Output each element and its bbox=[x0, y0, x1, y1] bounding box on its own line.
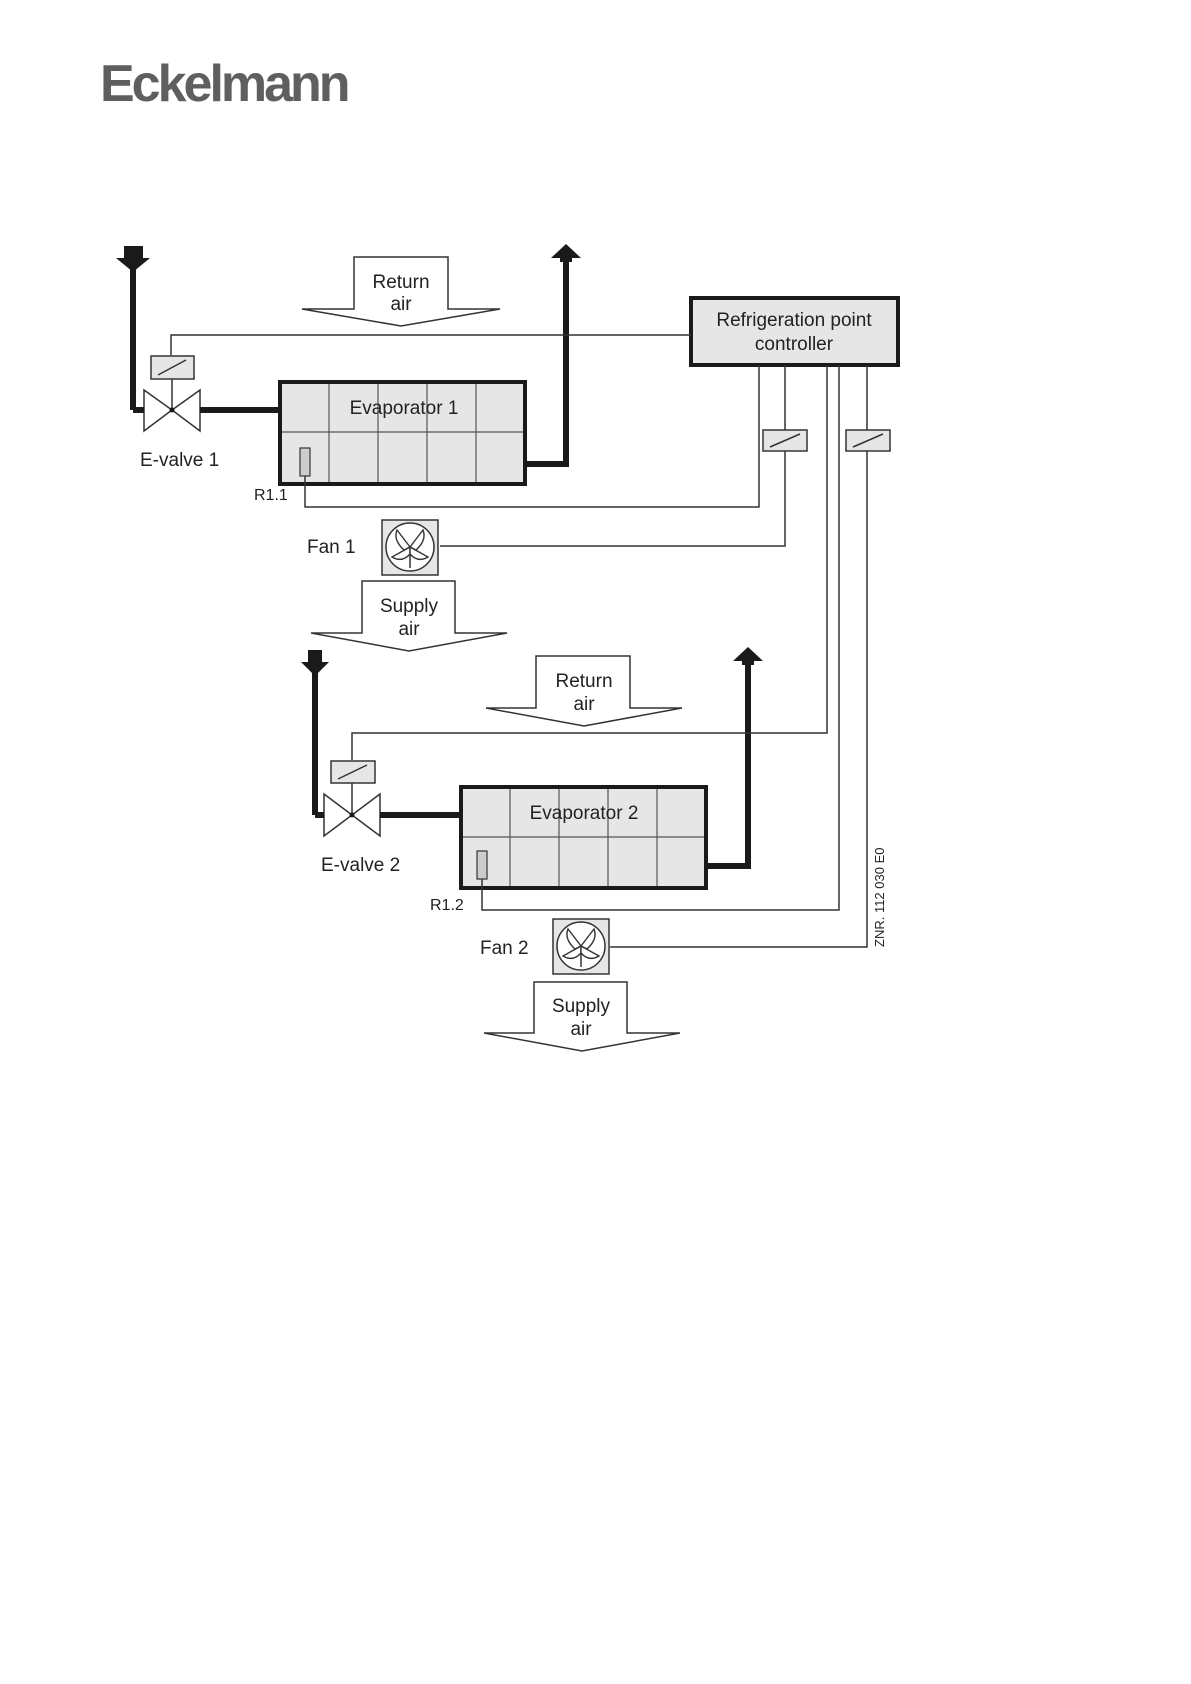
return-air-arrow-2: Return air bbox=[486, 656, 682, 726]
inlet-arrow-down-icon-1 bbox=[116, 246, 150, 410]
outlet-arrow-up-icon-1 bbox=[526, 244, 581, 464]
fan-1-label: Fan 1 bbox=[307, 537, 356, 558]
evaporator-1: Evaporator 1 bbox=[280, 382, 525, 484]
valve-icon-1 bbox=[133, 390, 280, 431]
return-air-1-label: Return bbox=[372, 272, 429, 293]
refrigeration-point-controller: Refrigeration point controller bbox=[691, 298, 898, 365]
evaporator-1-label: Evaporator 1 bbox=[350, 398, 459, 419]
fan-2-label: Fan 2 bbox=[480, 938, 529, 959]
drawing-number: ZNR. 112 030 E0 bbox=[872, 848, 887, 947]
evalve-2-label: E-valve 2 bbox=[321, 855, 400, 876]
supply-air-1-label-2: air bbox=[398, 619, 420, 640]
supply-air-1-label: Supply bbox=[380, 596, 439, 617]
controller-label-2: controller bbox=[755, 334, 834, 355]
supply-air-2-label-2: air bbox=[570, 1019, 592, 1040]
supply-air-arrow-1: Supply air bbox=[311, 581, 507, 651]
outlet-arrow-up-icon-2 bbox=[706, 647, 763, 866]
return-air-1-label-2: air bbox=[390, 294, 412, 315]
supply-air-2-label: Supply bbox=[552, 996, 611, 1017]
evaporator-2: Evaporator 2 bbox=[461, 787, 706, 888]
evalve-1-label: E-valve 1 bbox=[140, 450, 219, 471]
fan-icon-2 bbox=[553, 919, 609, 974]
controller-label: Refrigeration point bbox=[716, 310, 872, 331]
sensor-r12-label: R1.2 bbox=[430, 897, 464, 914]
sensor-r11-label: R1.1 bbox=[254, 487, 288, 504]
control-line-evalve-1 bbox=[171, 335, 691, 355]
fan-icon-1 bbox=[382, 520, 438, 575]
return-air-arrow-1: Return air bbox=[302, 257, 500, 326]
inlet-arrow-down-icon-2 bbox=[301, 650, 329, 815]
sensor-icon-2 bbox=[477, 851, 487, 879]
return-air-2-label-2: air bbox=[573, 694, 595, 715]
valve-icon-2 bbox=[315, 794, 461, 836]
supply-air-arrow-2: Supply air bbox=[484, 982, 680, 1051]
return-air-2-label: Return bbox=[555, 671, 612, 692]
sensor-icon-1 bbox=[300, 448, 310, 476]
evaporator-2-label: Evaporator 2 bbox=[530, 803, 639, 824]
